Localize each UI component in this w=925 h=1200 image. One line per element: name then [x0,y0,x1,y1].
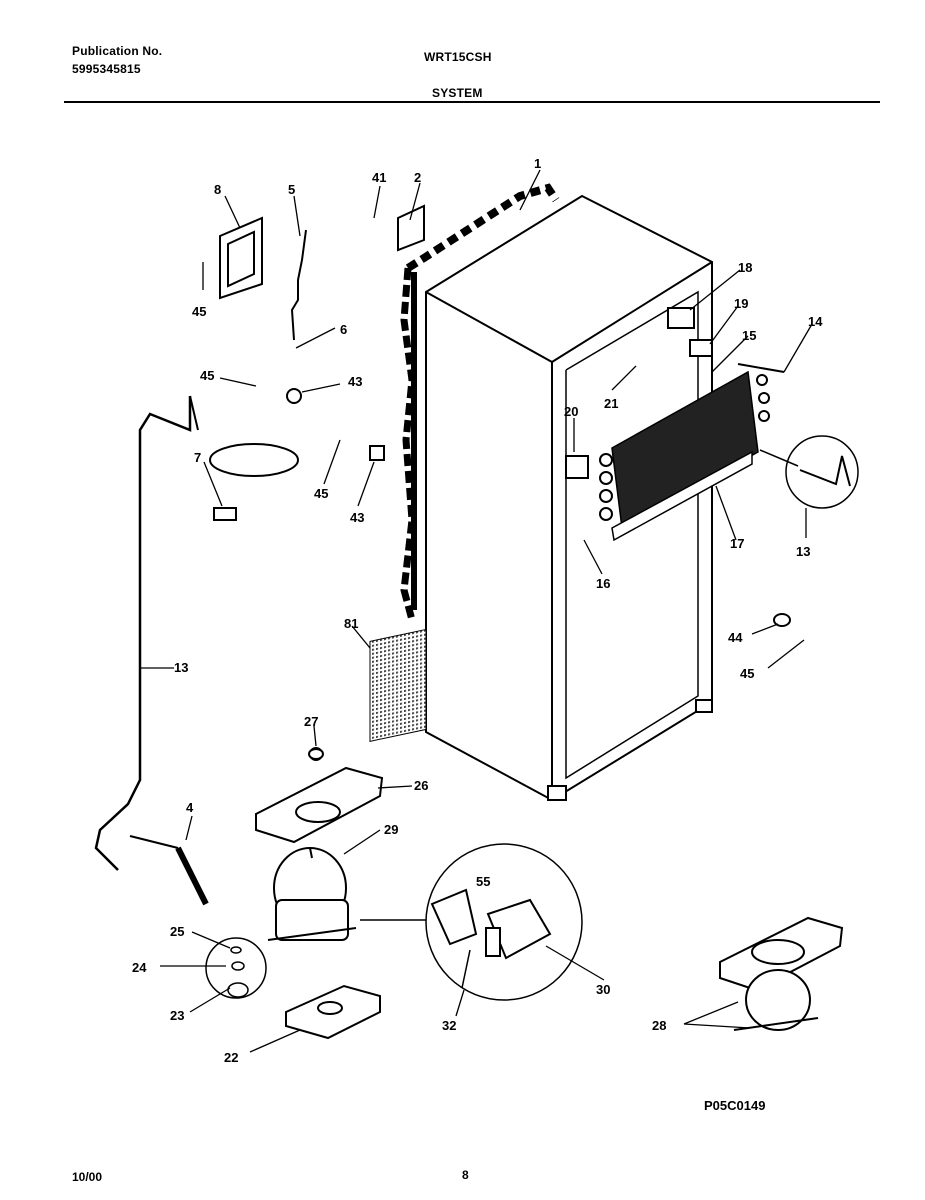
page-number: 8 [462,1168,469,1182]
detail-circle-relay [360,843,583,1001]
callout-6: 6 [340,322,347,337]
callout-28: 28 [652,1018,666,1033]
callout-24: 24 [132,960,147,975]
callout-45-c: 45 [314,486,328,501]
callout-45-d: 45 [740,666,754,681]
callout-44: 44 [728,630,743,645]
callout-21: 21 [604,396,618,411]
cabinet [425,194,713,802]
diagram-code: P05C0149 [704,1098,766,1113]
callout-7: 7 [194,450,201,465]
callout-14: 14 [808,314,823,329]
callout-2: 2 [414,170,421,185]
callout-26: 26 [414,778,428,793]
condenser-coil [400,183,560,621]
callout-25: 25 [170,924,184,939]
callout-45-a: 45 [192,304,206,319]
filter-drier [129,835,209,906]
leader-lines [140,169,813,1053]
callout-18: 18 [738,260,752,275]
publication-label: Publication No. [72,44,163,58]
evaporator-coil [599,363,785,542]
publication-number: 5995345815 [72,62,141,76]
callout-4: 4 [186,800,194,815]
callout-15: 15 [742,328,756,343]
callout-5: 5 [288,182,295,197]
callout-81: 81 [344,616,358,631]
condenser-mesh [369,628,427,742]
compressor-assembly [719,916,844,1031]
callout-23: 23 [170,1008,184,1023]
model-number: WRT15CSH [424,50,492,64]
callout-17: 17 [730,536,744,551]
compressor [267,847,357,941]
callout-1: 1 [534,156,541,171]
callout-30: 30 [596,982,610,997]
detail-circle-capillary [759,435,859,509]
section-title: SYSTEM [432,86,483,100]
tubing [94,395,199,871]
detail-circle-grommet [205,937,267,999]
callout-13-b: 13 [174,660,188,675]
callout-22: 22 [224,1050,238,1065]
callout-labels: 1 2 41 8 5 45 6 45 43 7 45 43 18 19 15 1… [132,156,823,1065]
callout-41: 41 [372,170,386,185]
callout-43-b: 43 [350,510,364,525]
footer-date: 10/00 [72,1170,103,1184]
callout-55: 55 [476,874,490,889]
callout-8: 8 [214,182,221,197]
header-rule [64,101,880,103]
callout-13-a: 13 [796,544,810,559]
callout-45-b: 45 [200,368,214,383]
drain-pan [255,747,384,844]
callout-29: 29 [384,822,398,837]
callout-43-a: 43 [348,374,362,389]
callout-19: 19 [734,296,748,311]
callout-32: 32 [442,1018,456,1033]
callout-20: 20 [564,404,578,419]
small-parts [209,204,791,760]
callout-27: 27 [304,714,318,729]
compressor-base [285,984,381,1040]
callout-16: 16 [596,576,610,591]
